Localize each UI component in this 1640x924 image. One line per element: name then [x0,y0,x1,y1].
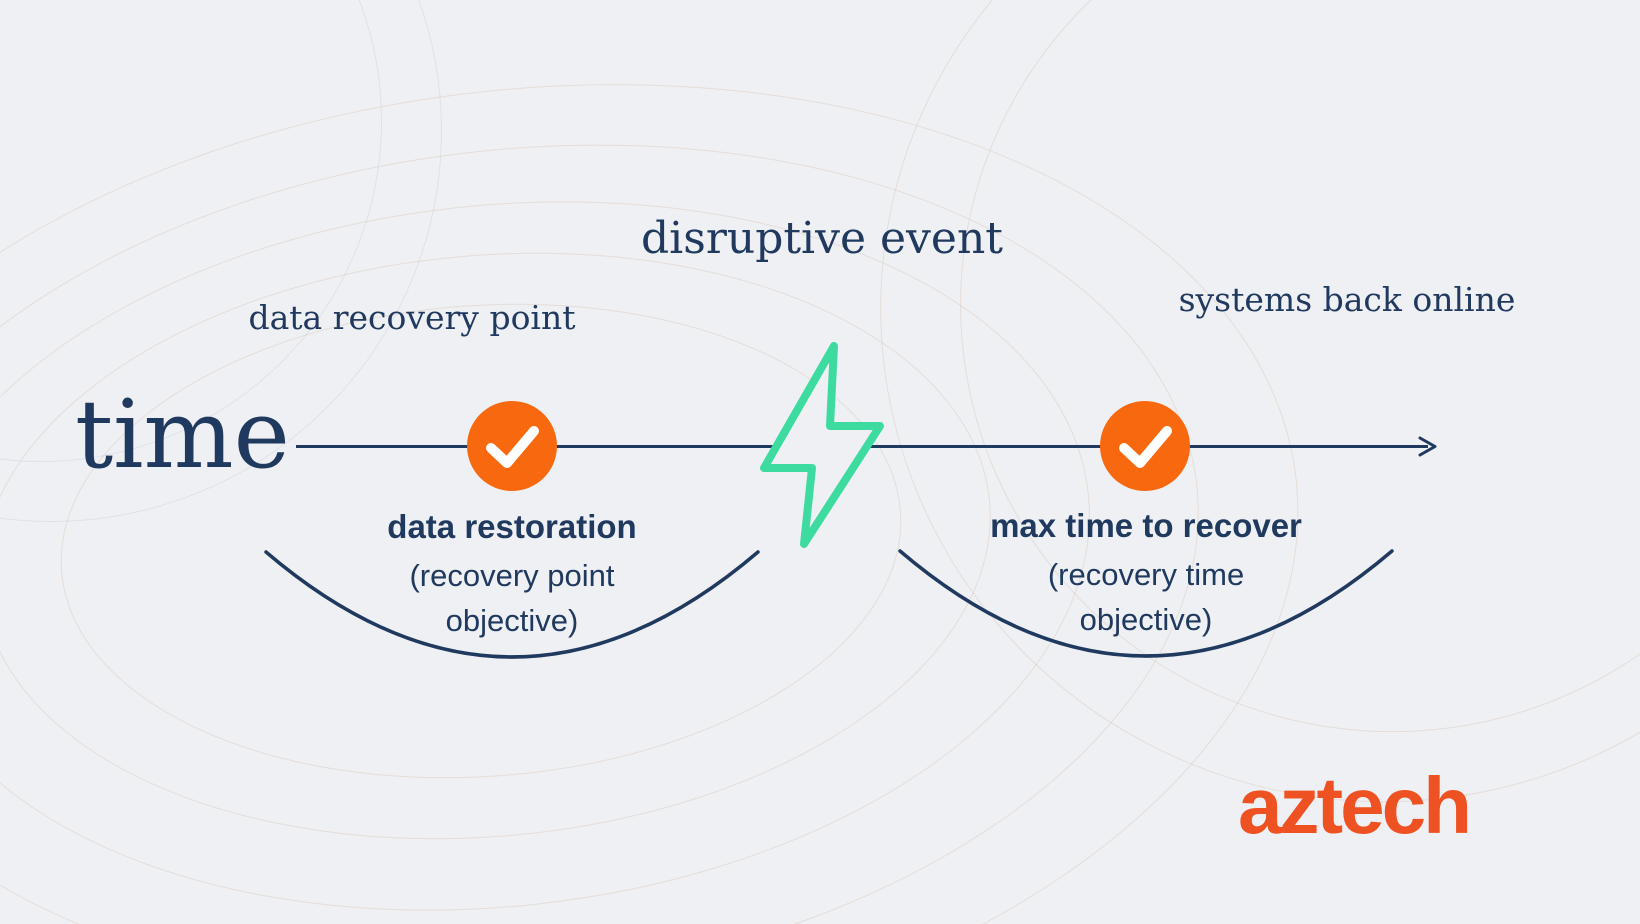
background-swirl [0,68,1248,924]
check-icon [486,426,539,468]
data-recovery-point-label: data recovery point [248,298,576,337]
rpo-brace-arc [264,550,760,659]
aztech-logo: aztech [1238,761,1472,850]
systems-back-online-label: systems back online [1178,280,1516,319]
recovery-time-objective-label: (recovery time objective) [1047,557,1245,637]
rto-brace-arc [898,549,1394,658]
background-swirl [816,0,1640,867]
check-icon [1119,426,1172,468]
max-time-to-recover-label: max time to recover [990,507,1302,544]
checkpoint-data-recovery [467,401,557,491]
data-restoration-label: data restoration [387,508,637,545]
recovery-point-objective-label: (recovery point objective) [409,558,615,638]
lightning-icon [760,342,884,548]
checkpoint-systems-online [1100,401,1190,491]
arrow-right-icon [1418,436,1437,457]
disruptive-event-label: disruptive event [641,213,1003,264]
time-axis-label: time [75,380,290,490]
